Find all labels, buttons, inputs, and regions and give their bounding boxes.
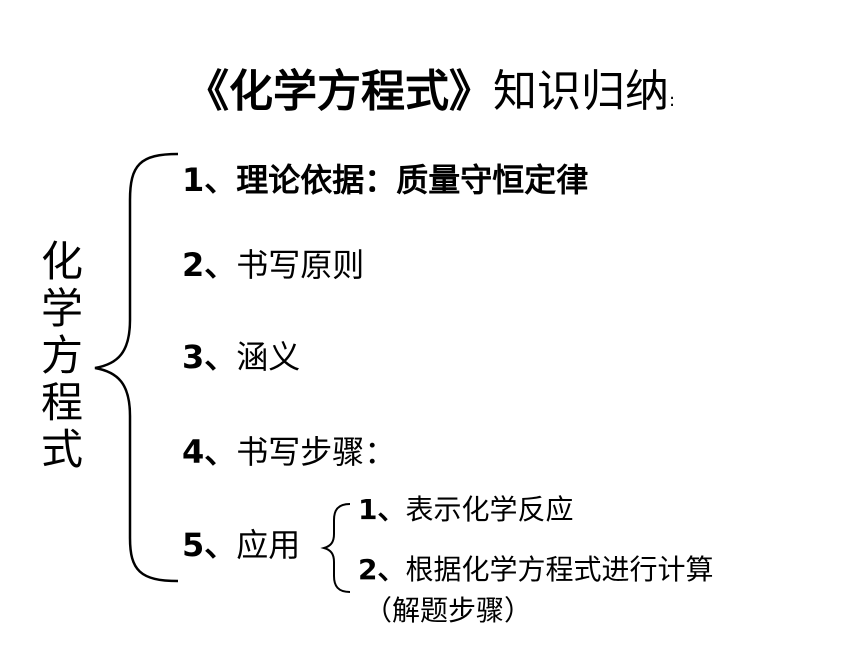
sub-item-text: 根据化学方程式进行计算	[405, 553, 714, 586]
sub-item-note: （解题步骤）	[364, 594, 533, 627]
item-text: 理论依据：质量守恒定律	[236, 161, 589, 199]
item-text: 涵义	[236, 338, 301, 376]
small-brace	[320, 503, 351, 593]
list-item: 4、书写步骤：	[182, 432, 396, 472]
list-item: 2、书写原则	[182, 245, 364, 285]
sub-item: 1、表示化学反应	[358, 492, 574, 528]
item-text: 应用	[236, 526, 301, 564]
slide-title: 《化学方程式》知识归纳:	[0, 62, 860, 131]
vertical-char: 学	[40, 284, 83, 333]
vertical-topic-label: 化 学 方 程 式	[36, 238, 88, 473]
sub-item: 2、根据化学方程式进行计算	[358, 552, 714, 588]
item-number: 2、	[182, 246, 237, 284]
title-bold: 《化学方程式》	[184, 66, 493, 117]
item-number: 1、	[182, 161, 237, 199]
vertical-char: 化	[40, 237, 83, 286]
item-text: 书写步骤：	[236, 433, 397, 471]
large-brace	[94, 152, 179, 583]
sub-item-text: 表示化学反应	[405, 493, 574, 526]
list-item: 3、涵义	[182, 337, 300, 377]
list-item: 5、应用	[182, 525, 300, 565]
sub-item-number: 2、	[358, 553, 406, 586]
vertical-char: 式	[40, 425, 83, 474]
sub-item-number: 1、	[358, 493, 406, 526]
list-item: 1、理论依据：质量守恒定律	[182, 160, 588, 200]
item-text: 书写原则	[236, 246, 365, 284]
item-number: 4、	[182, 433, 237, 471]
item-number: 5、	[182, 526, 237, 564]
vertical-char: 程	[40, 378, 83, 427]
title-normal: 知识归纳	[492, 66, 669, 117]
item-number: 3、	[182, 338, 237, 376]
vertical-char: 方	[40, 331, 83, 380]
title-colon: :	[668, 90, 676, 111]
